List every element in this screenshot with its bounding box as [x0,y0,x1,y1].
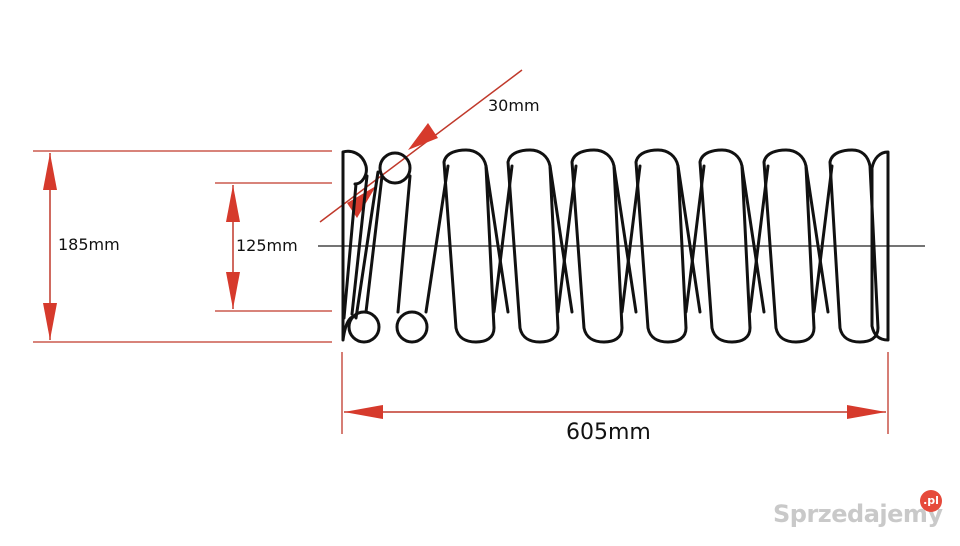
inner-diameter-extension-lines [215,182,332,312]
wire-section-circle-bottom-2 [395,310,429,344]
wire-section-circle [378,151,412,185]
coil [620,148,702,344]
coil [492,148,574,344]
outer-diameter-arrow [43,153,57,340]
length-arrow [344,405,886,419]
coil [812,148,880,344]
outer-diameter-label: 185mm [58,235,120,254]
coil [748,148,830,344]
coil [556,148,638,344]
coil [424,148,510,344]
length-extension-lines [341,352,889,434]
watermark-badge: .pl [920,490,942,512]
watermark-logo: Sprzedajemy [773,500,943,528]
wire-diameter-label: 30mm [488,96,540,115]
inner-diameter-arrow [226,185,240,309]
inner-diameter-label: 125mm [236,236,298,255]
coil [684,148,766,344]
outer-diameter-extension-lines [33,150,332,343]
free-length-label: 605mm [566,420,651,445]
spring-right-end [870,150,890,342]
spring-coils [341,148,890,344]
wire-section-circle-bottom-1 [347,310,381,344]
